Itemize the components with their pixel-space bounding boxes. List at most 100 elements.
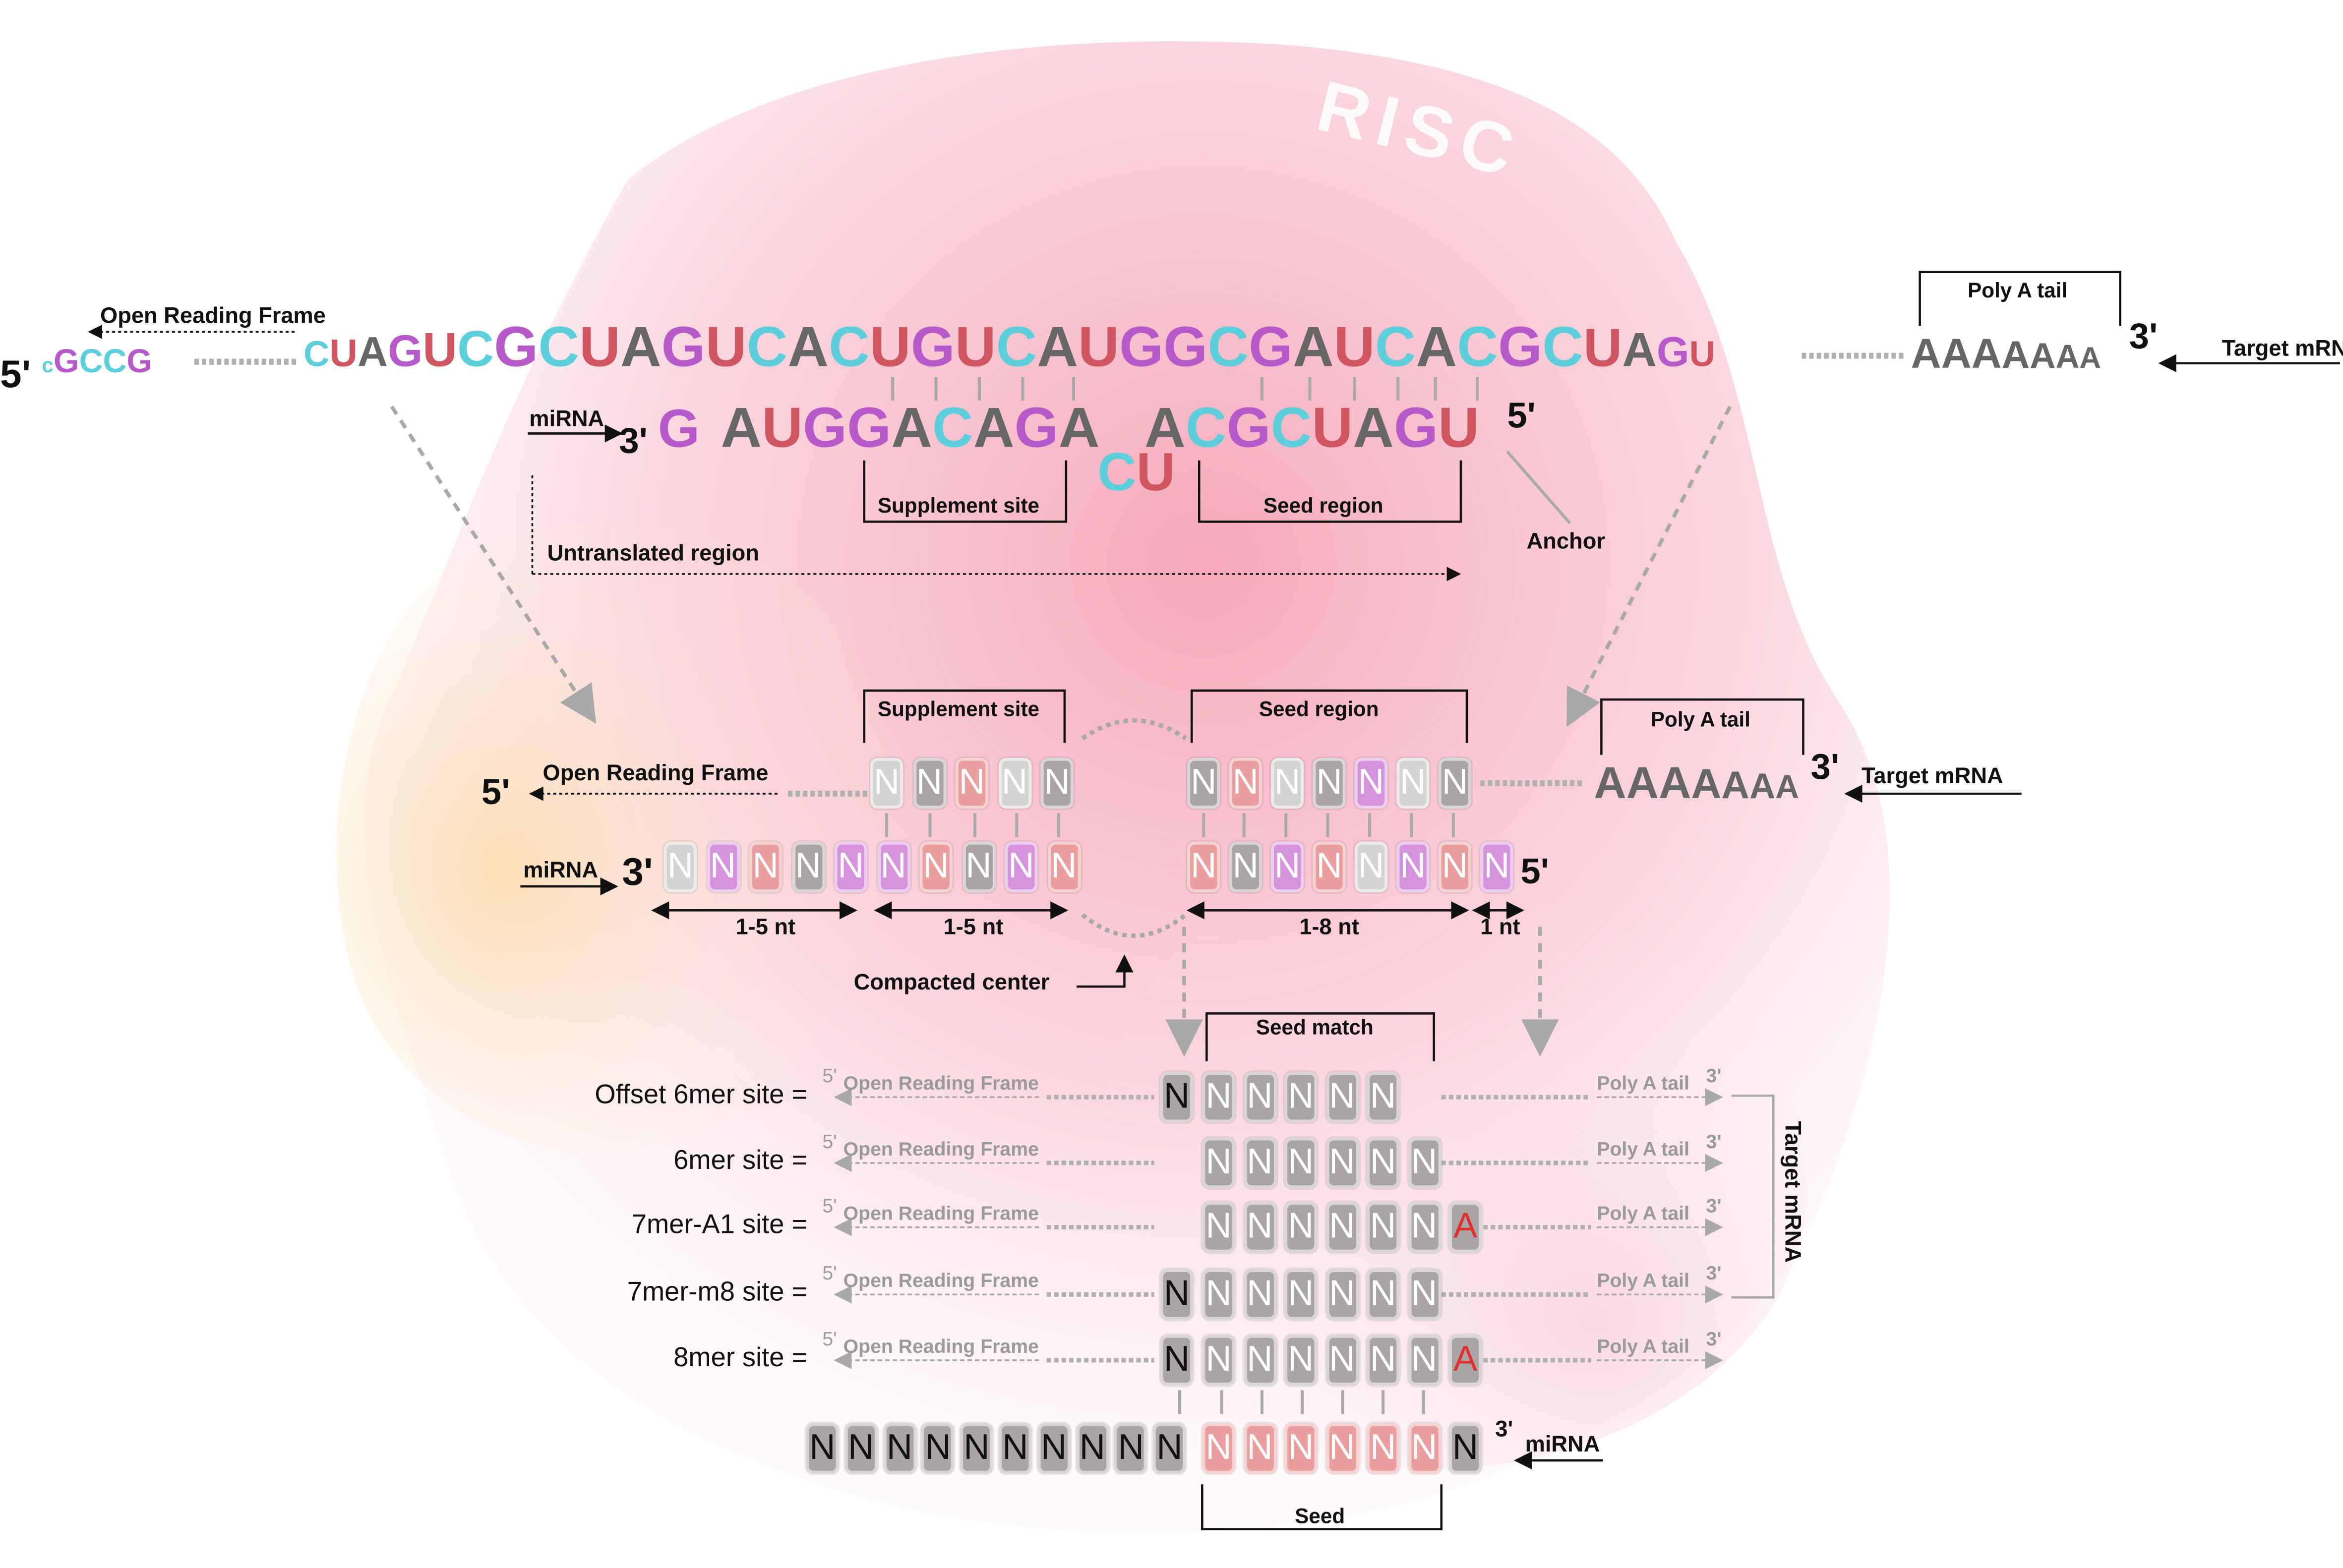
mirna-nucleotide: G <box>847 398 892 461</box>
mrna-nucleotide: A <box>1622 323 1657 377</box>
site-seed-box: N <box>1407 1137 1441 1189</box>
poly-a-nucleotide: A <box>1911 330 1941 377</box>
mirna-box: N <box>1396 841 1430 893</box>
mrna-nucleotide: U <box>1689 335 1716 375</box>
mirna-box: N <box>1114 1423 1147 1474</box>
target-mrna-label-mid: Target mRNA <box>1862 763 2003 790</box>
site-seed-box: N <box>1202 1071 1235 1123</box>
mrna-nucleotide: G <box>1163 317 1208 380</box>
mirna-box: N <box>1313 841 1346 893</box>
supplement-site-label-top: Supplement site <box>877 493 1040 518</box>
mrna-nucleotide: C <box>746 317 788 380</box>
site-extra-box: N <box>1160 1335 1194 1386</box>
mirna-box: N <box>1037 1423 1071 1474</box>
mrna-nucleotide: U <box>579 317 620 380</box>
target-box: N <box>1187 757 1220 809</box>
utr-label: Untranslated region <box>547 541 759 567</box>
mrna-nucleotide: A <box>1293 317 1334 380</box>
site-seed-box: N <box>1202 1137 1235 1189</box>
mrna-nucleotide: A <box>358 329 388 375</box>
site-orf-label: Open Reading Frame <box>843 1335 1039 1357</box>
site-seed-box: N <box>1243 1202 1276 1253</box>
site-three-prime: 3' <box>1706 1130 1722 1153</box>
site-seed-box: N <box>1325 1269 1359 1320</box>
mrna-nucleotide: C <box>1207 317 1249 380</box>
site-seed-box: N <box>1243 1137 1276 1189</box>
nt-range-1: 1 nt <box>1480 915 1520 940</box>
mirna-box: N <box>921 1423 955 1474</box>
site-orf-label: Open Reading Frame <box>843 1137 1039 1160</box>
mirna-nucleotide: A <box>891 398 933 461</box>
mirna-nucleotide: U <box>1438 398 1479 461</box>
site-seed-box: N <box>1366 1269 1400 1320</box>
mirna-three-prime-top: 3' <box>619 421 648 462</box>
mrna-nucleotide: U <box>869 317 911 380</box>
target-box: N <box>1313 757 1346 809</box>
site-three-prime: 3' <box>1706 1261 1722 1284</box>
site-a1-box: A <box>1448 1335 1482 1386</box>
mirna-seed-box: N <box>1366 1423 1400 1474</box>
mirna-five-prime-mid: 5' <box>1520 852 1550 893</box>
poly-a-nucleotide: A <box>1691 760 1722 808</box>
mrna-nucleotide: U <box>1333 317 1375 380</box>
mrna-nucleotide: C <box>303 335 330 375</box>
mrna-nucleotide: G <box>388 327 423 377</box>
poly-a-nucleotide: A <box>1659 759 1691 809</box>
poly-a-nucleotide: A <box>1721 762 1749 808</box>
mirna-box: N <box>1187 841 1220 893</box>
compacted-center-label: Compacted center <box>853 970 1050 996</box>
mirna-box: N <box>919 841 953 893</box>
mrna-nucleotide: G <box>1657 329 1689 375</box>
nt-range-1-5-right: 1-5 nt <box>943 915 1004 940</box>
site-orf-label: Open Reading Frame <box>843 1269 1039 1292</box>
target-box: N <box>1040 757 1074 809</box>
mirna-nucleotide: G <box>802 398 847 461</box>
mirna-nucleotide: G <box>1014 398 1059 461</box>
mirna-seed-box: N <box>1284 1423 1318 1474</box>
site-seed-box: N <box>1243 1071 1276 1123</box>
mirna-box: N <box>960 1423 993 1474</box>
mirna-nucleotide: C <box>932 398 973 461</box>
mrna-left-sequence: cGCCG <box>42 342 153 380</box>
mrna-nucleotide: C <box>538 317 580 380</box>
mrna-nucleotide: G <box>910 317 955 380</box>
site-poly-a-label: Poly A tail <box>1597 1202 1689 1224</box>
mrna-main-sequence: CUAGUCGCUAGUCACUGUCAUGGCGAUCACGCUAGU <box>303 317 1715 381</box>
site-seed-box: N <box>1366 1335 1400 1386</box>
site-name: Offset 6mer site = <box>595 1079 808 1109</box>
mrna-nucleotide: A <box>1037 317 1079 380</box>
site-seed-box: N <box>1284 1335 1318 1386</box>
site-name: 7mer-m8 site = <box>627 1277 808 1307</box>
site-seed-box: N <box>1325 1335 1359 1386</box>
mirna-nucleotide: A <box>1353 398 1394 461</box>
mirna-box: N <box>1153 1423 1186 1474</box>
site-extra-box: N <box>1160 1071 1194 1123</box>
mirna-box: N <box>877 841 910 893</box>
site-poly-a-label: Poly A tail <box>1597 1269 1689 1292</box>
orf-label-mid: Open Reading Frame <box>542 760 769 787</box>
mirna-nucleotide: A <box>1144 398 1186 461</box>
site-five-prime: 5' <box>822 1327 837 1350</box>
mrna-nucleotide: G <box>661 317 706 380</box>
mirna-box: N <box>844 1423 878 1474</box>
mirna-nucleotide: U <box>762 398 803 461</box>
mrna-nucleotide: U <box>1583 317 1622 378</box>
site-extra-box: N <box>1160 1269 1194 1320</box>
mrna-nucleotide: G <box>1249 317 1293 380</box>
nt-range-1-8: 1-8 nt <box>1299 915 1359 940</box>
mrna-nucleotide: C <box>1542 317 1583 380</box>
three-prime-top: 3' <box>2129 317 2158 357</box>
poly-a-nucleotide: A <box>1775 768 1800 806</box>
mirna-box: N <box>1005 841 1038 893</box>
mirna-seed-box: N <box>1325 1423 1359 1474</box>
site-orf-label: Open Reading Frame <box>843 1202 1039 1224</box>
target-box: N <box>1438 757 1472 809</box>
mrna-nucleotide: A <box>787 317 829 380</box>
seed-label: Seed <box>1295 1504 1345 1528</box>
mirna-five-prime-top: 5' <box>1507 396 1536 437</box>
mirna-three-prime-mid: 3' <box>622 849 653 894</box>
mirna-box: N <box>1229 841 1262 893</box>
